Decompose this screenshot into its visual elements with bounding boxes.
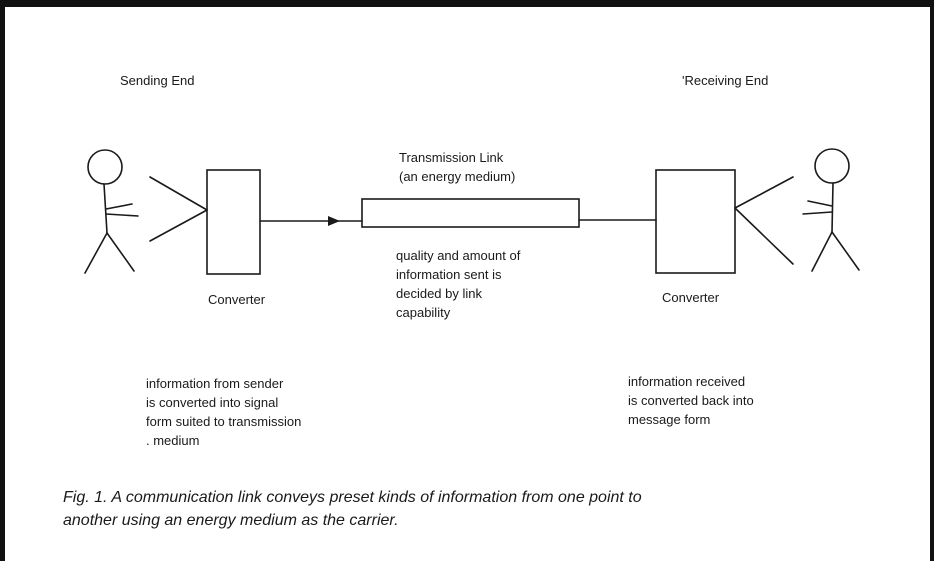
receiver-cone-upper [734,176,794,209]
arrow-head [328,216,340,226]
converter-left-label: Converter [208,292,266,307]
converter-right-box [655,169,736,274]
frame-right-border [930,0,934,561]
transmission-link-bar [361,198,580,228]
quality-note: quality and amount of information sent i… [396,248,521,320]
sender-note: information from sender is converted int… [146,376,302,448]
converter-right-label: Converter [662,290,720,305]
frame-left-border [0,0,5,561]
receiver-figure [802,148,860,272]
sender-figure [84,149,139,274]
frame-top-border [0,0,934,7]
figure-caption: Fig. 1. A communication link conveys pre… [63,489,642,529]
sending-end-label: Sending End [120,73,195,88]
transmission-link-label: Transmission Link (an energy medium) [399,150,516,184]
sender-cone-upper [149,176,208,211]
receiver-cone-lower [734,207,794,265]
sender-cone-lower [149,209,208,242]
receiver-note: information received is converted back i… [628,374,754,427]
converter-left-box [206,169,261,275]
receiving-end-label: 'Receiving End [682,73,769,88]
